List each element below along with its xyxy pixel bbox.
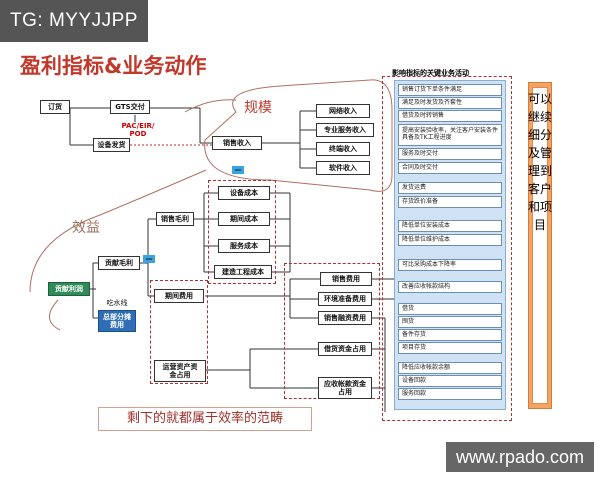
node-huanjing: 环境准备费用 — [318, 292, 372, 306]
tag-label: TG: MYYJJPP — [0, 0, 148, 42]
node-pac: PAC/EIR/ POD — [121, 121, 155, 138]
node-fuwu-chengben: 服务成本 — [218, 239, 270, 253]
activity-item: 借货及时转销售 — [398, 110, 502, 122]
node-xiaoshou-feiyong: 销售费用 — [320, 272, 372, 286]
node-ruanjian: 软件收入 — [316, 161, 370, 175]
right-panel — [528, 82, 552, 409]
node-zhuanye: 专业服务收入 — [316, 123, 374, 137]
node-yingshou: 应收帐款资金 占用 — [318, 377, 372, 399]
activity-item: 降低单位维护成本 — [398, 234, 502, 246]
label-guimo: 规模 — [244, 100, 272, 116]
node-xiaoshou-maoli: 销售毛利 — [156, 212, 194, 226]
activity-item: 改善应收帐款结构 — [398, 281, 502, 293]
node-jiehuo: 借货资金占用 — [318, 342, 372, 356]
node-qijian-chengben: 期间成本 — [218, 212, 270, 226]
minus-marker: — — [232, 166, 244, 174]
node-qijian-feiyong: 期间费用 — [154, 289, 204, 303]
label-chishui: 吃水线 — [106, 298, 128, 307]
activity-item: 满足及时发货及齐套性 — [398, 97, 502, 109]
node-dinghuo: 订货 — [40, 100, 70, 114]
activity-item: 设备回款 — [398, 375, 502, 387]
activity-item: 借货 — [398, 303, 502, 315]
activity-item: 备件存货 — [398, 329, 502, 341]
activity-item: 销售订货下单条件满足 — [398, 84, 502, 96]
node-zhongduan: 终端收入 — [316, 142, 370, 156]
activities-box — [382, 76, 512, 421]
node-yunying: 运营资产资 金占用 — [154, 360, 206, 382]
activity-item: 服务及时交付 — [398, 148, 502, 160]
activities-header: 影响指标的关键业务活动 — [392, 69, 469, 77]
activity-item: 降低单位安装成本 — [398, 220, 502, 232]
expense-group-box — [150, 280, 208, 384]
activity-item: 合同及时交付 — [398, 162, 502, 174]
bottom-note: 剩下的就都属于效率的范畴 — [98, 407, 312, 431]
activity-item: 可比采购成本下降率 — [398, 259, 502, 271]
activity-item: 存货跌价准备 — [398, 196, 502, 208]
node-gongxian-lirun: 贡献利润 — [48, 282, 90, 296]
label-xiaoyi: 效益 — [72, 220, 100, 236]
watermark: www.rpado.com — [446, 442, 594, 472]
node-xiaoshou-rongzi: 销售融资费用 — [318, 311, 372, 325]
activity-item: 发货运费 — [398, 182, 502, 194]
node-gts: GTS交付 — [110, 100, 150, 114]
node-zongbu: 总部分摊 费用 — [98, 310, 136, 332]
activity-item: 项目存货 — [398, 342, 502, 354]
activity-item: 服务回款 — [398, 388, 502, 400]
activity-item: 提高安装验收率，关注客户安装条件具备及TK工程进度 — [398, 124, 502, 146]
right-panel-text: 可以继续细分及管理到客户和项目 — [527, 92, 552, 232]
node-shebei-chengben: 设备成本 — [218, 186, 270, 200]
node-jianzao: 建造工程成本 — [214, 265, 272, 279]
activity-item: 降低应收帐款余额 — [398, 362, 502, 374]
node-xiaoshou-shouru: 销售收入 — [212, 136, 262, 150]
minus-marker: — — [143, 255, 155, 263]
node-wangluo: 网络收入 — [316, 104, 370, 118]
activity-item: 囤货 — [398, 316, 502, 328]
node-shebei-fahuo: 设备发货 — [93, 138, 130, 152]
cost-group-box — [208, 180, 276, 284]
page-title: 盈利指标&业务动作 — [20, 54, 207, 78]
node-gongxian-maoli: 贡献毛利 — [98, 256, 140, 270]
